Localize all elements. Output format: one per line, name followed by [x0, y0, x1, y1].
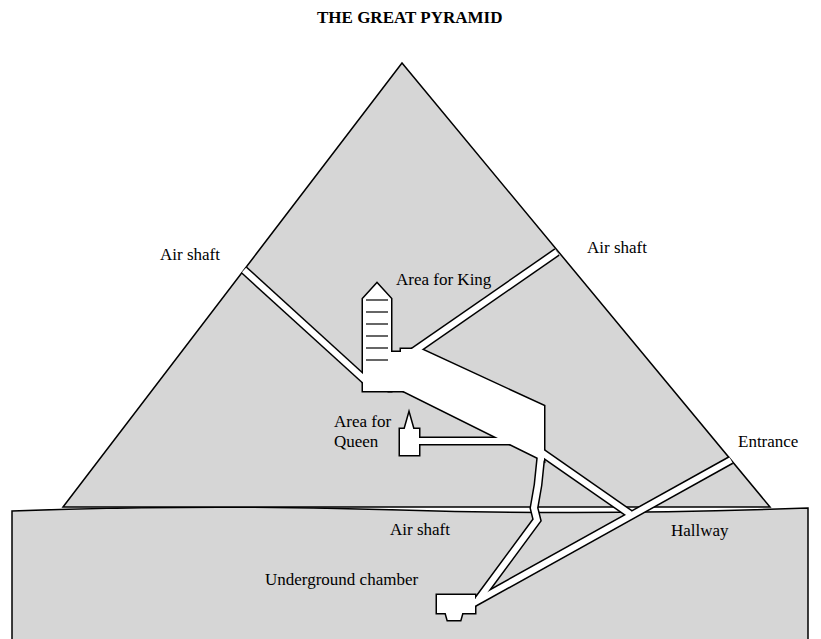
part-label: Air shaft: [390, 520, 450, 540]
part-label: Air shaft: [160, 245, 220, 265]
part-label: Area for King: [396, 270, 491, 290]
part-label: Underground chamber: [265, 570, 418, 590]
chamber-floor: [366, 299, 388, 300]
relieving-chambers: [366, 300, 388, 360]
chamber-floor: [366, 347, 388, 348]
chamber-floor: [366, 311, 388, 312]
passages-outline: [244, 252, 731, 617]
part-label: Hallway: [671, 521, 729, 541]
chamber-floor: [366, 359, 388, 360]
part-label: Area for Queen: [334, 412, 406, 451]
chamber-floor: [366, 335, 388, 336]
ground: [12, 507, 808, 639]
passages-fill: [244, 252, 731, 617]
part-label: Air shaft: [587, 238, 647, 258]
diagram-title: THE GREAT PYRAMID: [317, 8, 502, 28]
chamber-floor: [366, 323, 388, 324]
part-label: Entrance: [738, 432, 798, 452]
ground-outline: [12, 507, 808, 639]
